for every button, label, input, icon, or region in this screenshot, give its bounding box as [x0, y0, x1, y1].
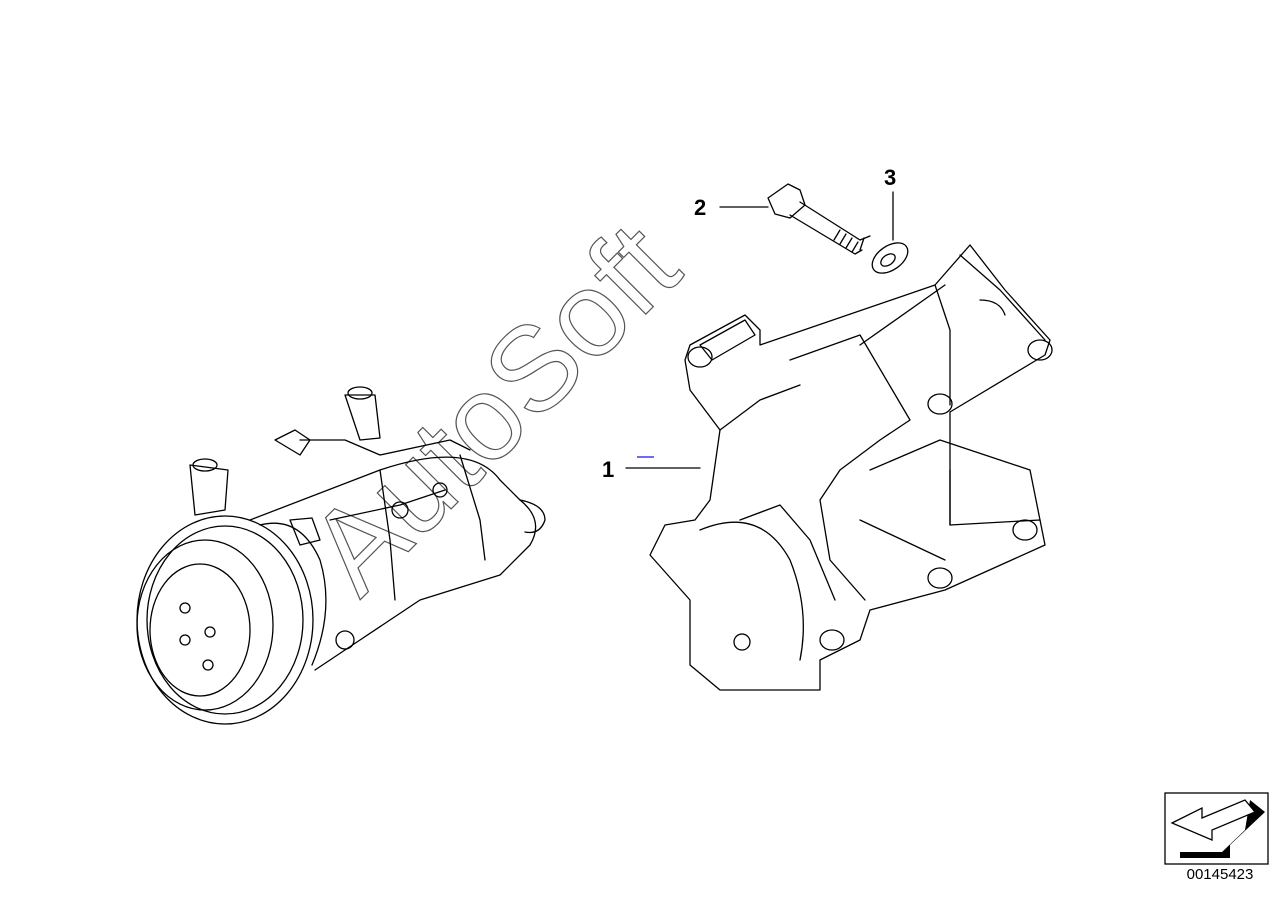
- mounting-bracket-illustration: [649, 244, 1053, 691]
- document-number: 00145423: [1186, 866, 1254, 883]
- ac-compressor-illustration: [136, 386, 546, 725]
- svg-text:AutoSoft: AutoSoft: [284, 198, 704, 618]
- callout-3: 3: [884, 165, 896, 190]
- reference-arrow-icon: [1164, 792, 1269, 865]
- watermark: AutoSoft: [283, 198, 704, 619]
- callout-1: 1: [602, 457, 614, 482]
- callout-2: 2: [694, 195, 706, 220]
- washer-illustration: [871, 242, 909, 274]
- leader-lines: [625, 191, 894, 469]
- bolt-illustration: [767, 183, 871, 255]
